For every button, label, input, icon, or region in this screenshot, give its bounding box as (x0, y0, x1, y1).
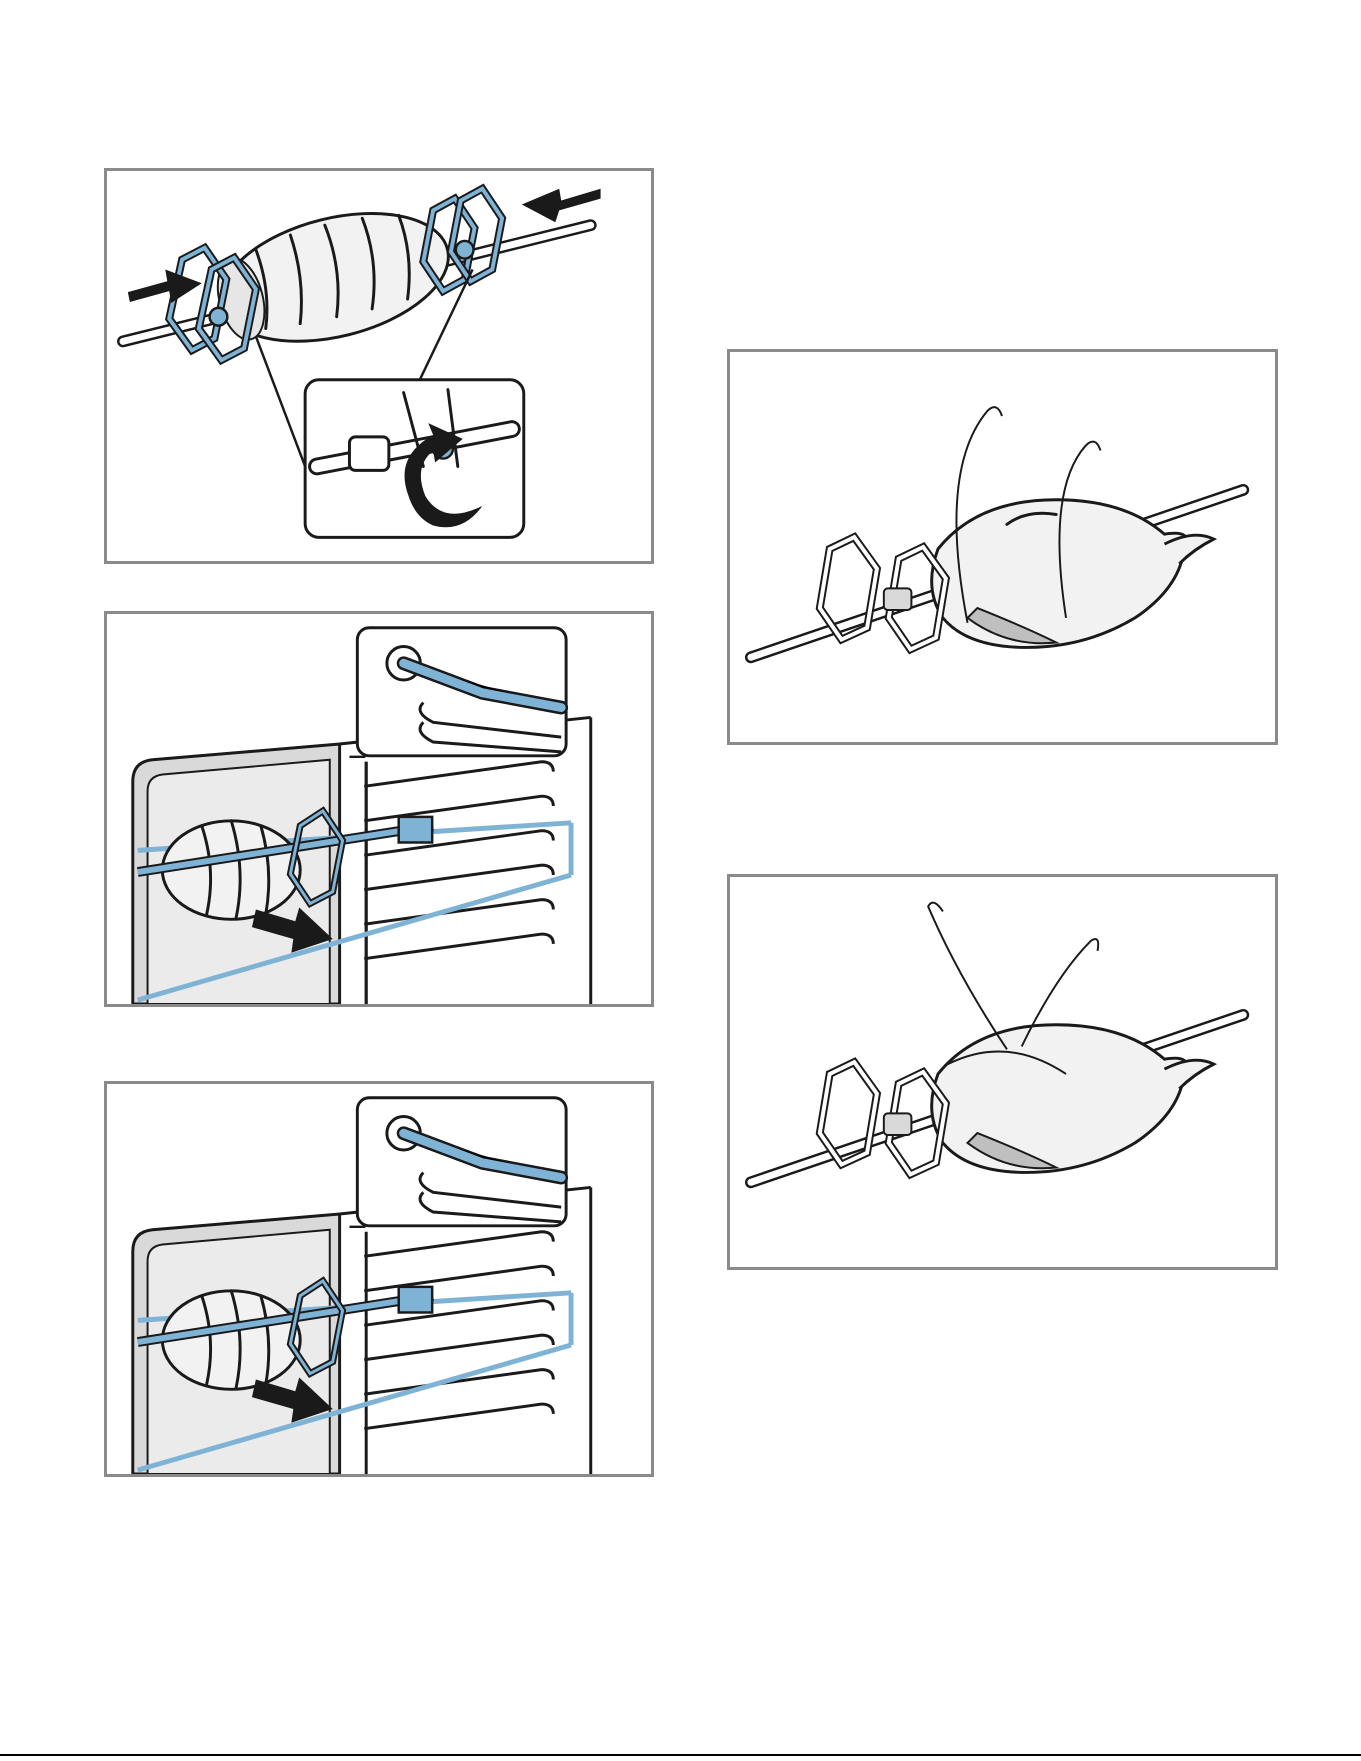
illustration-poultry-1 (730, 352, 1275, 742)
illustration-insert-oven-2 (107, 1084, 651, 1474)
push-arrow-icon (128, 269, 202, 302)
poultry (932, 500, 1214, 648)
footer-rule (0, 1754, 1361, 1756)
illustration-fasten-roast (107, 171, 651, 561)
illustration-poultry-2 (730, 877, 1275, 1267)
push-arrow-icon (522, 189, 601, 222)
figure-rotisserie-fasten-roast (104, 168, 654, 564)
figure-rotisserie-insert-oven-1 (104, 611, 654, 1007)
figure-rotisserie-insert-oven-2 (104, 1081, 654, 1477)
illustration-insert-oven-1 (107, 614, 651, 1004)
poultry (932, 1025, 1214, 1173)
figure-rotisserie-poultry-1 (727, 349, 1278, 745)
figure-rotisserie-poultry-2 (727, 874, 1278, 1270)
